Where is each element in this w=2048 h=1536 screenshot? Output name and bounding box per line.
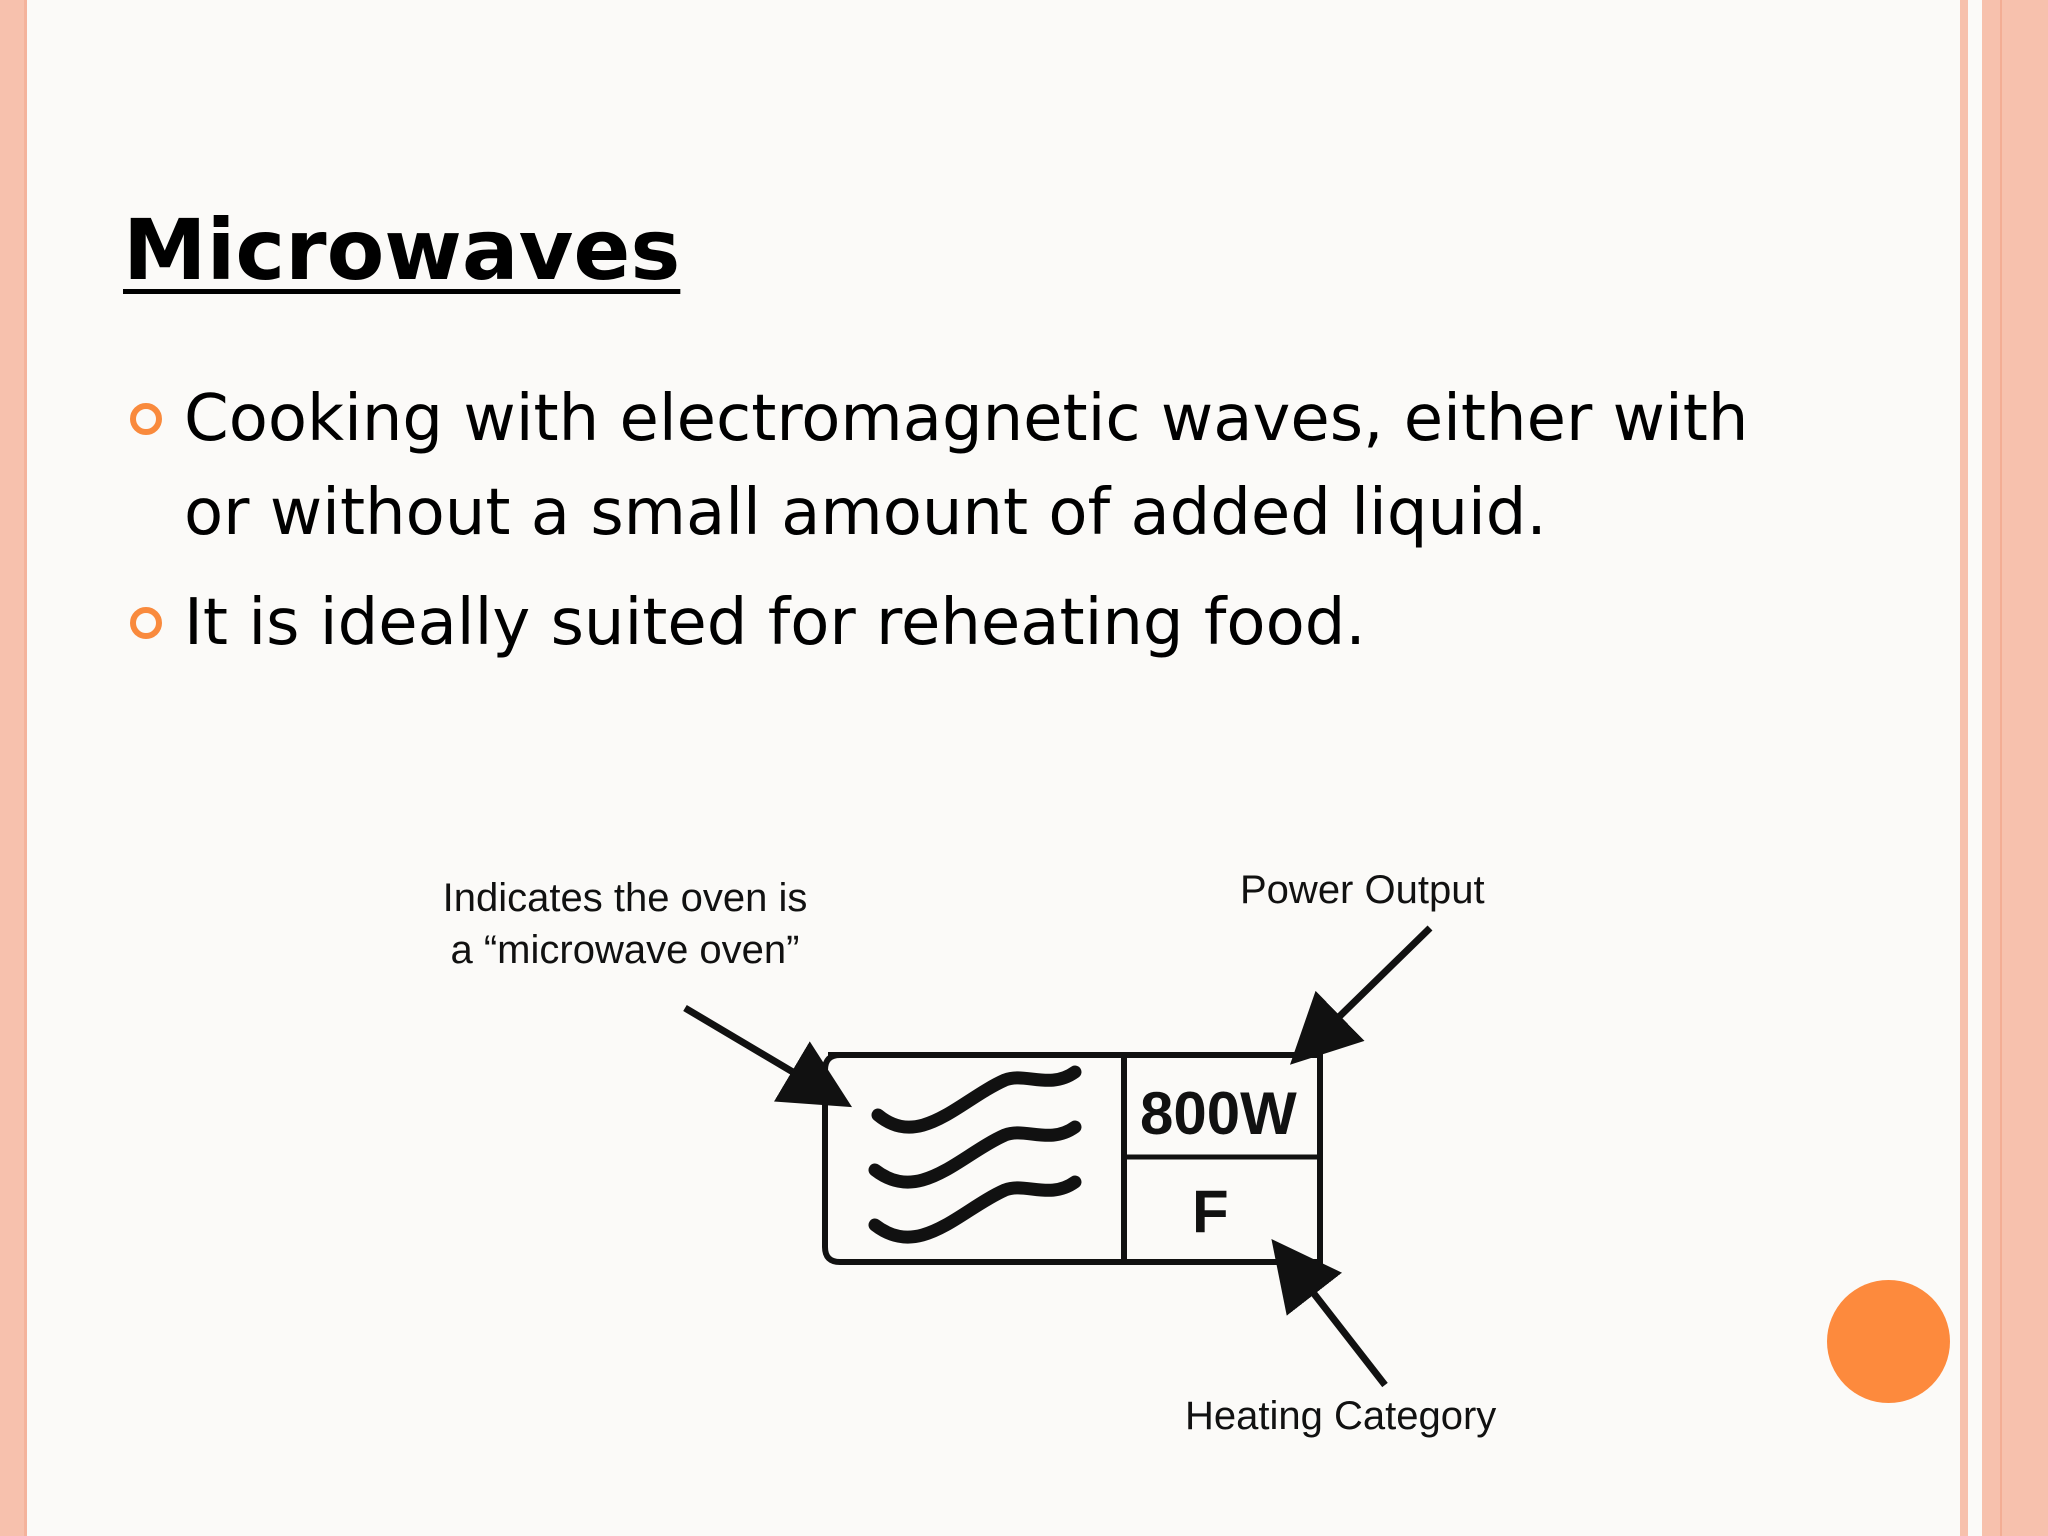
microwave-symbol-graphic [683, 925, 1433, 1388]
microwave-arrow [683, 1004, 853, 1108]
power-output-value: 800W [1140, 1080, 1297, 1147]
power-output-label: Power Output [1240, 868, 1485, 912]
annotation-arrows [683, 925, 1433, 1388]
wave-lines-icon [868, 1065, 1082, 1244]
bullet-text: It is ideally suited for reheating food. [184, 586, 1366, 660]
microwave-label-diagram: Indicates the oven is a “microwave oven”… [400, 850, 1550, 1470]
right-border-bar [1982, 0, 2048, 1536]
bullet-item: It is ideally suited for reheating food. [128, 576, 1768, 670]
right-border-line [2000, 0, 2002, 1536]
power-arrow [1289, 925, 1433, 1065]
bullet-text: Cooking with electromagnetic waves, eith… [184, 382, 1749, 550]
bullet-list: Cooking with electromagnetic waves, eith… [128, 372, 1768, 686]
bullet-item: Cooking with electromagnetic waves, eith… [128, 372, 1768, 560]
right-border-thin-bar [1960, 0, 1968, 1536]
heating-arrow [1271, 1238, 1388, 1388]
left-border-bar [0, 0, 24, 1536]
heating-category-label: Heating Category [1185, 1394, 1497, 1438]
left-border-line [24, 0, 27, 1536]
microwave-label-line1: Indicates the oven is [442, 876, 808, 920]
microwave-oven-label: Indicates the oven is a “microwave oven” [410, 872, 840, 976]
microwave-label-line2: a “microwave oven” [450, 928, 800, 972]
orange-circle-decoration [1827, 1280, 1950, 1403]
slide-title: Microwaves [123, 201, 681, 299]
bullet-circle-icon [130, 403, 162, 435]
heating-category-value: F [1192, 1178, 1229, 1245]
bullet-circle-icon [130, 607, 162, 639]
